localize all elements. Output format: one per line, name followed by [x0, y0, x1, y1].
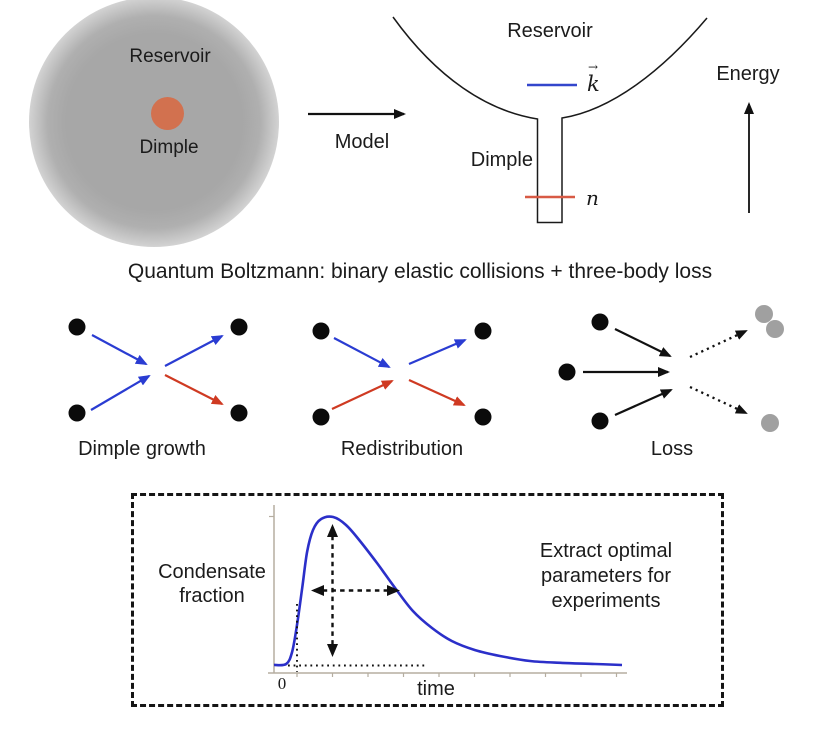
incoming-arrow-black: [614, 388, 673, 417]
incoming-arrow-black: [614, 328, 672, 357]
particle-dot: [474, 322, 492, 340]
particle-dot: [474, 408, 492, 426]
particle-dot: [558, 363, 576, 381]
density-n-label: n: [586, 186, 599, 210]
section-title: Quantum Boltzmann: binary elastic collis…: [127, 260, 713, 283]
dimple-dot: [151, 97, 184, 130]
outgoing-arrow-red: [164, 374, 224, 405]
loss-diagram: [558, 305, 784, 432]
particle-dot: [68, 318, 86, 336]
energy-axis-label: Energy: [716, 63, 780, 85]
potential-dimple-label: Dimple: [470, 149, 533, 171]
escaping-dotted-arrow: [689, 385, 748, 415]
potential-reservoir-label: Reservoir: [507, 20, 593, 42]
particle-dot: [591, 412, 609, 430]
extract-note: Extract optimal parameters for experimen…: [539, 540, 673, 612]
process-label-dimple-growth: Dimple growth: [78, 438, 206, 460]
particle-dot: [591, 313, 609, 331]
lost-particle-dot: [761, 414, 779, 432]
process-label-redistribution: Redistribution: [340, 438, 464, 460]
plot-xlabel: time: [417, 678, 455, 700]
particle-dot: [312, 408, 330, 426]
outgoing-arrow-red: [408, 378, 466, 407]
vector-arrow-glyph: →: [588, 60, 598, 74]
potential-well-curve: [392, 16, 708, 224]
dimple-dot-label: Dimple: [139, 137, 199, 158]
plot-ylabel: Condensate fraction: [158, 561, 266, 607]
summary-dashed-box: [131, 493, 724, 707]
momentum-k-label: →k: [587, 60, 600, 96]
lost-particle-dot: [766, 320, 784, 338]
outgoing-arrow-blue: [408, 338, 467, 366]
particle-dot: [312, 322, 330, 340]
dimple-growth-diagram: [68, 318, 248, 422]
redistribution-diagram: [312, 322, 492, 426]
incoming-arrow-red: [331, 380, 394, 410]
particle-dot: [230, 318, 248, 336]
incoming-arrow-blue: [90, 374, 151, 411]
particle-dot: [230, 404, 248, 422]
incoming-arrow-blue: [333, 337, 391, 368]
outgoing-arrow-blue: [164, 335, 224, 367]
escaping-dotted-arrow: [689, 329, 748, 359]
plot-origin-label: 0: [277, 674, 287, 693]
model-arrow-label: Model: [334, 131, 390, 153]
lost-particle-dot: [755, 305, 773, 323]
process-label-loss: Loss: [650, 438, 694, 460]
particle-dot: [68, 404, 86, 422]
incoming-arrow-blue: [91, 334, 148, 365]
reservoir-blob-label: Reservoir: [129, 46, 211, 67]
